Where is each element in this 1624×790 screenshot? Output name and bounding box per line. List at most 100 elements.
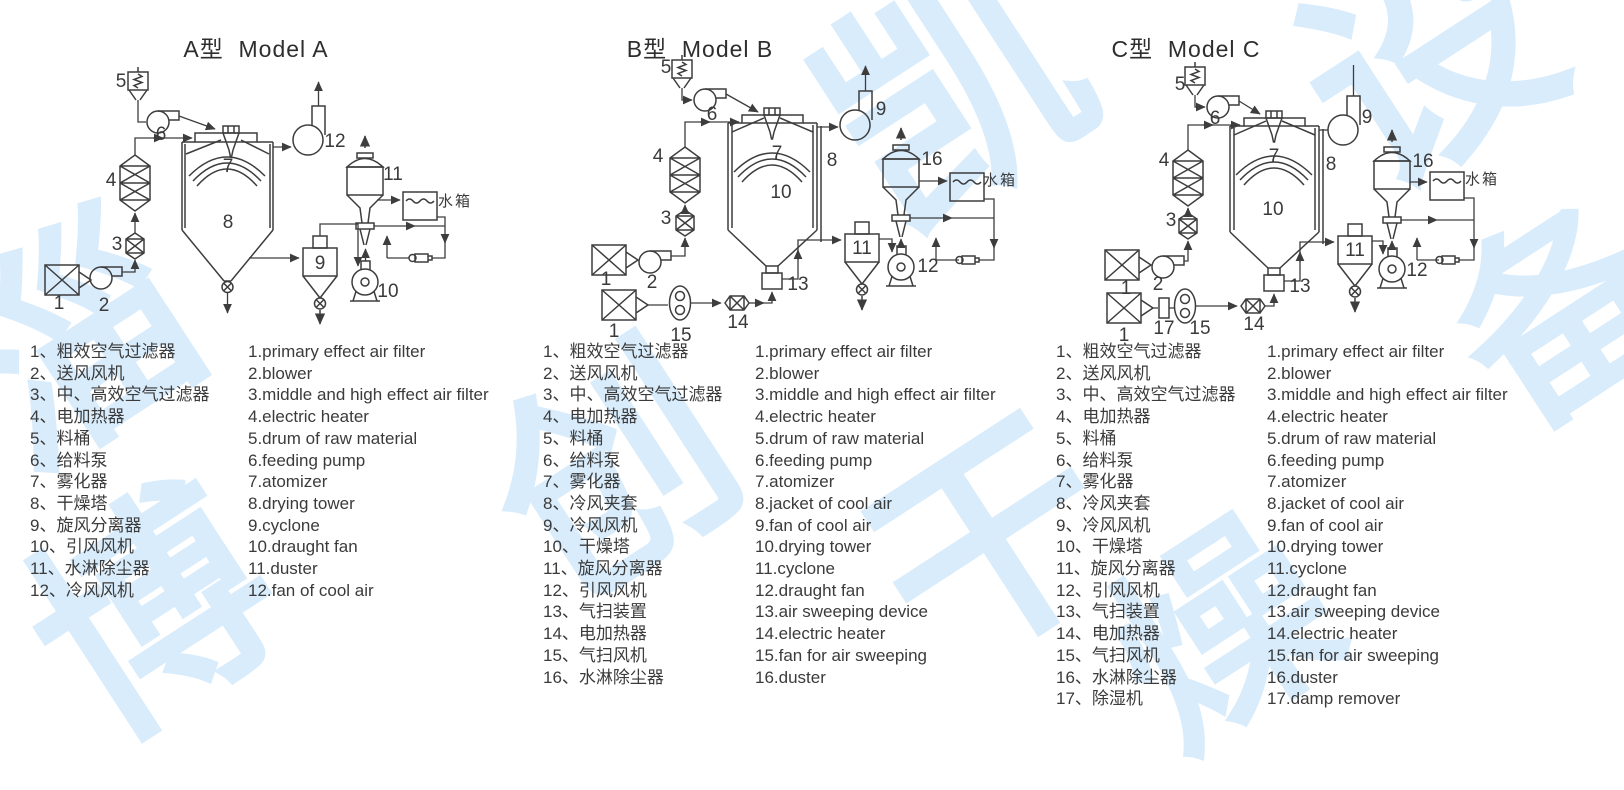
legend-item-en: 10.drying tower xyxy=(1267,537,1384,557)
legend-item-en: 5.drum of raw material xyxy=(755,428,925,448)
legend-item-zh: 1、粗效空气过滤器 xyxy=(1056,342,1202,361)
feed-drum-icon xyxy=(127,66,149,101)
electric-heater-icon xyxy=(119,154,151,212)
legend-item-zh: 3、中、高效空气过滤器 xyxy=(1056,385,1236,405)
legend-item-zh: 7、雾化器 xyxy=(1056,472,1134,492)
equipment-number-label: 6 xyxy=(1210,108,1221,129)
air-sweep-fan-icon xyxy=(668,285,692,321)
equipment-number-label: 1 xyxy=(601,269,612,290)
legend-item-en: 11.cyclone xyxy=(1267,559,1348,579)
equipment-number-label: 16 xyxy=(921,149,942,170)
equipment-number-label: 水箱 xyxy=(1465,171,1499,188)
equipment-number-label: 2 xyxy=(99,295,110,316)
equipment-number-label: 4 xyxy=(1159,150,1170,171)
legend-item-zh: 8、冷风夹套 xyxy=(1056,493,1151,513)
legend-item-en: 6.feeding pump xyxy=(248,450,366,470)
legend-item-zh: 5、料桶 xyxy=(30,428,91,448)
legend-item-en: 17.damp remover xyxy=(1267,689,1401,709)
blower-icon xyxy=(89,266,123,290)
legend-item-en: 4.electric heater xyxy=(755,407,876,427)
equipment-number-label: 5 xyxy=(1175,74,1186,95)
air-filter-icon xyxy=(1104,249,1152,281)
equipment-number-label: 10 xyxy=(770,182,791,203)
legend-item-en: 8.drying tower xyxy=(248,493,355,513)
legend-item-zh: 14、电加热器 xyxy=(543,624,647,644)
legend-item-en: 11.cyclone xyxy=(755,559,836,579)
equipment-number-label: 13 xyxy=(787,274,808,295)
legend-item-zh: 6、给料泵 xyxy=(1056,450,1134,470)
legend-item-zh: 17、除湿机 xyxy=(1056,689,1143,709)
legend-item-zh: 8、干燥塔 xyxy=(30,493,108,513)
legend-item-zh: 2、送风风机 xyxy=(30,363,125,383)
equipment-number-label: 8 xyxy=(1326,154,1337,175)
legend-item-zh: 9、冷风风机 xyxy=(1056,515,1151,535)
equipment-number-label: 7 xyxy=(1269,146,1280,167)
equipment-number-label: 水箱 xyxy=(438,193,472,210)
equipment-number-label: 8 xyxy=(223,212,234,233)
legend-item-en: 7.atomizer xyxy=(755,472,835,492)
legend-item-zh: 9、冷风风机 xyxy=(543,515,638,535)
blower-icon xyxy=(638,250,672,274)
equipment-number-label: 6 xyxy=(156,124,167,145)
legend-item-en: 10.drying tower xyxy=(755,537,872,557)
legend-item-zh: 2、送风风机 xyxy=(543,363,638,383)
legend-item-zh: 1、粗效空气过滤器 xyxy=(30,342,176,361)
equipment-number-label: 12 xyxy=(1406,260,1427,281)
water-tank-icon xyxy=(949,172,985,202)
legend-item-zh: 10、引风风机 xyxy=(30,537,134,557)
equipment-number-label: 9 xyxy=(876,99,887,120)
equipment-number-label: 1 xyxy=(1121,278,1132,299)
equipment-number-label: 7 xyxy=(223,156,234,177)
model-a-title-en: Model A xyxy=(238,36,329,62)
legend-item-en: 9.fan of cool air xyxy=(1267,515,1384,535)
legend-item-zh: 16、水淋除尘器 xyxy=(1056,667,1177,687)
equipment-number-label: 1 xyxy=(54,293,65,314)
legend-item-zh: 7、雾化器 xyxy=(30,472,108,492)
legend-item-zh: 5、料桶 xyxy=(1056,428,1117,448)
legend-item-zh: 6、给料泵 xyxy=(30,450,108,470)
draught-fan-icon xyxy=(885,245,917,287)
legend-item-zh: 11、旋风分离器 xyxy=(543,559,663,579)
model-a-title-zh: A型 xyxy=(183,36,224,62)
water-pump-icon xyxy=(408,253,433,263)
air-sweeping-device-icon xyxy=(761,272,783,290)
legend-item-zh: 13、气扫装置 xyxy=(1056,602,1160,622)
equipment-number-label: 16 xyxy=(1412,151,1433,172)
legend-item-en: 2.blower xyxy=(248,363,313,383)
equipment-number-label: 2 xyxy=(647,272,658,293)
model-a-title: A型 Model A xyxy=(106,30,406,64)
equipment-number-label: 10 xyxy=(377,281,398,302)
legend-item-zh: 15、气扫风机 xyxy=(543,645,647,665)
tower-outlet-flange xyxy=(1267,267,1281,276)
legend-item-en: 13.air sweeping device xyxy=(1267,602,1440,622)
equipment-number-label: 14 xyxy=(1243,314,1265,335)
legend-item-zh: 9、旋风分离器 xyxy=(30,515,142,535)
air-sweeping-device-icon xyxy=(1263,274,1285,292)
legend-item-zh: 13、气扫装置 xyxy=(543,602,647,622)
equipment-number-label: 6 xyxy=(707,104,718,125)
fine-filter-icon xyxy=(675,209,695,237)
equipment-number-label: 3 xyxy=(112,234,123,255)
equipment-number-label: 7 xyxy=(772,143,783,164)
equipment-number-label: 11 xyxy=(852,238,872,259)
equipment-number-label: 1 xyxy=(1119,325,1130,346)
pipes xyxy=(1153,65,1479,311)
legend-item-en: 6.feeding pump xyxy=(1267,450,1385,470)
legend-item-en: 14.electric heater xyxy=(1267,624,1398,644)
electric-heater-icon xyxy=(1172,149,1204,207)
legend-item-en: 15.fan for air sweeping xyxy=(1267,645,1439,665)
cyclone-icon xyxy=(845,222,879,310)
equipment-number-label: 11 xyxy=(1345,240,1365,261)
model-c-title-zh: C型 xyxy=(1111,36,1154,62)
legend-item-en: 4.electric heater xyxy=(1267,407,1388,427)
legend-item-zh: 7、雾化器 xyxy=(543,472,621,492)
legend-item-zh: 2、送风风机 xyxy=(1056,363,1151,383)
equipment-number-label: 15 xyxy=(1189,318,1210,339)
damp-remover-icon xyxy=(1158,297,1170,319)
equipment-number-label: 1 xyxy=(609,321,620,342)
water-tank-icon xyxy=(402,191,438,221)
equipment-number-label: 5 xyxy=(661,57,672,78)
